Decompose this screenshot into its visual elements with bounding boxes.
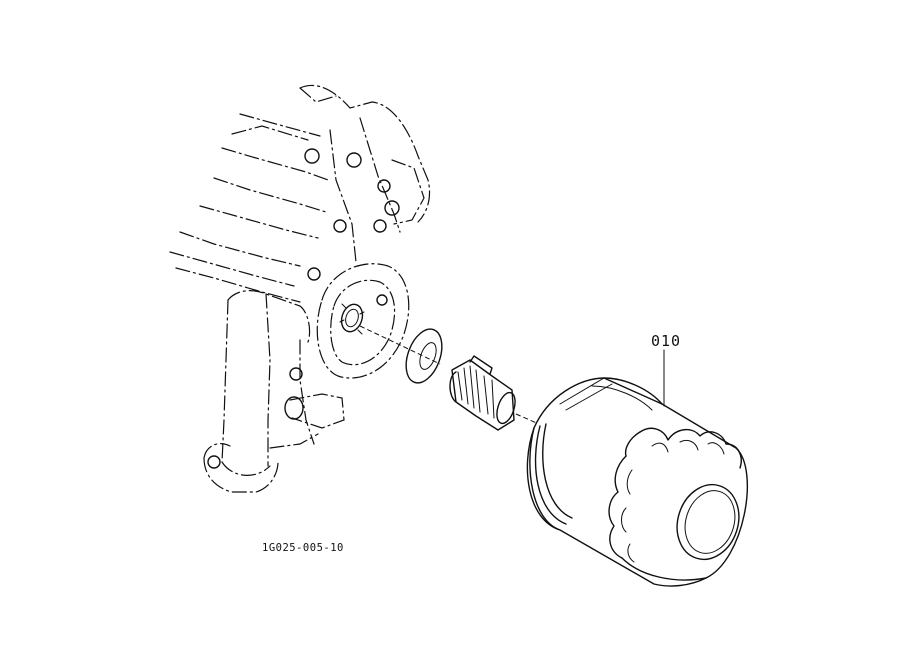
threaded-nipple: [449, 355, 516, 431]
engine-housing: [169, 84, 431, 493]
assembly-axis: [359, 325, 549, 429]
part-label-010: 010: [651, 332, 682, 350]
mounting-flange: [316, 263, 410, 379]
drawing-code: 1G025-005-10: [262, 542, 344, 554]
oil-filter-cartridge: [526, 377, 749, 587]
o-ring-gasket: [405, 328, 443, 384]
